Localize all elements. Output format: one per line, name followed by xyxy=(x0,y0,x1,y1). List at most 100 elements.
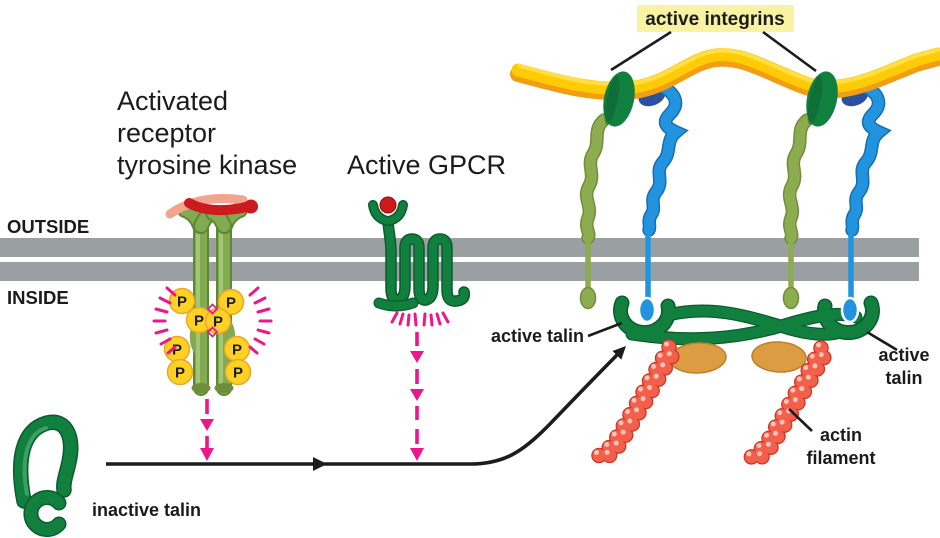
vinculin-right xyxy=(751,341,807,373)
inactive-talin-highlight xyxy=(22,426,48,496)
fiber-highlight xyxy=(518,48,940,87)
spark-dash xyxy=(390,311,399,324)
rtk-activation-sparks xyxy=(152,286,273,355)
phosphate-label: P xyxy=(172,342,182,359)
actin-label-line2: filament xyxy=(806,448,875,468)
inactive-talin-arch xyxy=(14,416,77,508)
actin-strand xyxy=(597,344,682,466)
spark-dash xyxy=(158,296,172,305)
spark-dash xyxy=(256,307,271,314)
integrin-2-tip xyxy=(840,296,860,324)
phosphate-circle xyxy=(224,358,252,386)
talin-rod-b xyxy=(626,309,862,344)
spark-dash xyxy=(159,337,172,346)
membrane-inner-leaflet xyxy=(0,262,919,281)
rtk-label-line2: receptor xyxy=(117,118,216,148)
actin-filament-right xyxy=(741,340,835,469)
active-talin-right-callout: active talin xyxy=(866,330,930,388)
rtk-label-line1: Activated xyxy=(117,86,228,116)
pathway-mid-arrowhead xyxy=(313,457,327,471)
active-talin-right-label-line1: active xyxy=(878,345,929,365)
spark-dash xyxy=(398,312,405,326)
actin-filament-callout: actin filament xyxy=(788,408,876,468)
fiber-body xyxy=(511,47,940,95)
spark-dash xyxy=(166,345,177,355)
pathway-arrow xyxy=(106,346,626,471)
active-integrins-callout: active integrins xyxy=(610,5,817,73)
receptor-tyrosine-kinase: P P P P P P P P xyxy=(152,194,273,461)
rtk-label-line3: tyrosine kinase xyxy=(117,150,297,180)
phosphate: P xyxy=(224,358,252,386)
spark-dash xyxy=(422,312,427,327)
spark-dash xyxy=(253,337,266,346)
inactive-talin xyxy=(12,414,79,537)
spark-dash xyxy=(253,296,267,305)
callout-line xyxy=(866,330,898,352)
gpcr xyxy=(368,196,471,461)
actin-strand xyxy=(748,345,834,468)
phosphate: P xyxy=(217,288,245,316)
active-talin-complex xyxy=(613,295,880,346)
phosphate-label: P xyxy=(233,365,243,382)
spark-dash xyxy=(406,313,411,327)
phosphate-label: P xyxy=(194,313,204,330)
callout-line-right xyxy=(762,30,817,73)
rtk-signal-arrow xyxy=(200,399,214,461)
callout-line-left xyxy=(610,30,672,72)
arrowhead xyxy=(200,448,214,461)
active-talin-left-label: active talin xyxy=(491,326,584,346)
gpcr-serpentine xyxy=(383,217,469,306)
gpcr-foot xyxy=(374,298,418,311)
spark-diamond xyxy=(206,303,219,315)
inactive-talin-label: inactive talin xyxy=(92,500,201,520)
outside-label: OUTSIDE xyxy=(7,216,89,237)
gpcr-activation-sparks xyxy=(390,311,450,327)
actin-label-line1: actin xyxy=(820,425,862,445)
gpcr-arm xyxy=(369,201,391,225)
rtk-ligand-knob xyxy=(244,199,258,214)
spark-dash xyxy=(154,307,169,314)
rtk-foot-right xyxy=(214,383,234,393)
rtk-foot-left xyxy=(191,383,211,393)
phosphate-label: P xyxy=(177,294,187,311)
actin-strand xyxy=(742,341,828,465)
phosphate-label: P xyxy=(232,342,242,359)
actin-strand-highlight xyxy=(593,341,669,456)
rtk-ligand-salmon xyxy=(165,194,248,219)
active-talin-right-label-line2: talin xyxy=(885,368,922,388)
phosphate-circle xyxy=(217,288,245,316)
rtk-label: Activated receptor tyrosine kinase xyxy=(117,86,297,180)
gpcr-arm xyxy=(385,201,407,225)
arrowhead xyxy=(200,419,214,431)
inactive-talin-cup xyxy=(24,491,65,536)
actin-strand-highlight xyxy=(750,346,827,461)
callout-line xyxy=(587,321,623,338)
gpcr-serpentine-outline xyxy=(382,216,471,307)
spark-dash xyxy=(256,328,271,335)
phosphate-circle xyxy=(166,358,194,386)
phosphate-label: P xyxy=(175,365,185,382)
pathway-line xyxy=(106,351,621,466)
spark-dash xyxy=(441,311,450,324)
spark-diamond xyxy=(206,326,219,338)
active-talin-left-callout: active talin xyxy=(491,321,623,346)
vinculin-blobs xyxy=(669,341,807,374)
plasma-membrane xyxy=(0,238,919,281)
inside-label: INSIDE xyxy=(7,287,69,308)
actin-strand-highlight xyxy=(599,345,675,459)
actin-filament-left xyxy=(590,339,683,467)
spark-dash xyxy=(248,345,259,355)
rtk-ligand-red xyxy=(184,198,255,216)
phosphate-label: P xyxy=(226,295,236,312)
pathway-end-arrowhead xyxy=(612,346,626,360)
arrowhead xyxy=(410,389,424,401)
spark-dash xyxy=(165,286,177,297)
arrowhead xyxy=(410,448,424,461)
spark-dash xyxy=(413,312,418,327)
spark-dash xyxy=(435,312,442,326)
gpcr-ligand-ball xyxy=(379,196,397,214)
callout-line xyxy=(788,408,813,432)
active-integrins-highlight xyxy=(637,5,794,32)
